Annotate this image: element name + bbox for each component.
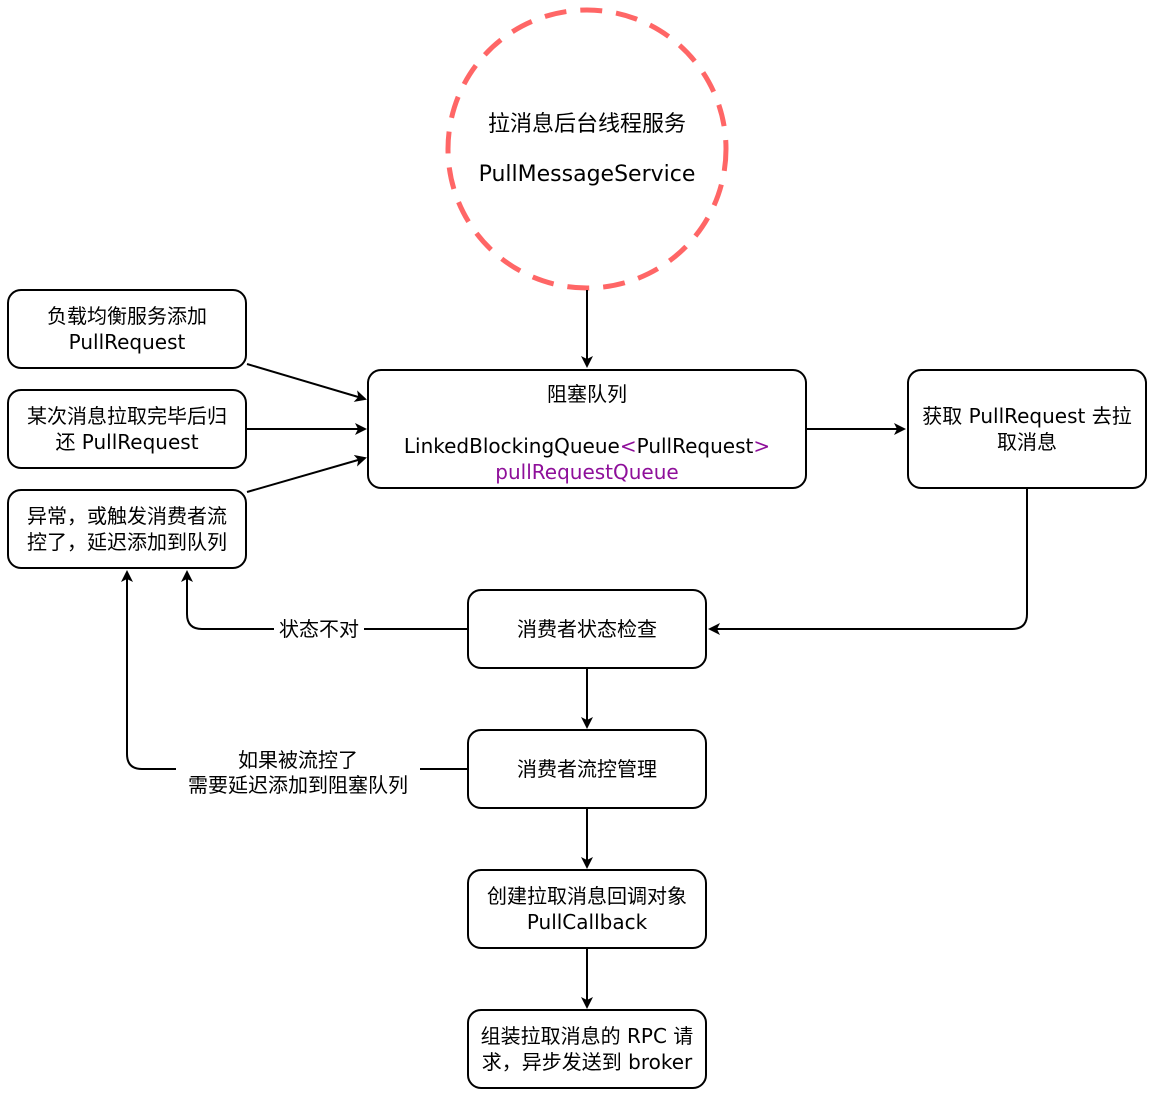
edge-source3-to-queue — [246, 455, 367, 493]
service-circle — [445, 7, 729, 291]
queue-node: 阻塞队列 LinkedBlockingQueue<PullRequest> pu… — [367, 369, 807, 489]
queue-type-close: > — [753, 434, 771, 458]
service-title-cn: 拉消息后台线程服务 — [487, 112, 686, 137]
state-check-node: 消费者状态检查 — [467, 589, 707, 669]
source-line1: 异常，或触发消费者流 — [27, 504, 227, 528]
source-return: 某次消息拉取完毕后归 还 PullRequest — [7, 389, 247, 469]
edge-label-flow-controlled: 如果被流控了 需要延迟添加到阻塞队列 — [176, 748, 420, 798]
flow-control-node: 消费者流控管理 — [467, 729, 707, 809]
step-line2: PullCallback — [526, 910, 648, 934]
queue-type-param: PullRequest — [636, 434, 754, 458]
edge-label-state-wrong: 状态不对 — [274, 617, 364, 642]
callback-node: 创建拉取消息回调对象 PullCallback — [467, 869, 707, 949]
step-line1: 消费者状态检查 — [517, 617, 657, 641]
step-line1: 创建拉取消息回调对象 — [487, 884, 687, 908]
source-load-balance: 负载均衡服务添加 PullRequest — [7, 289, 247, 369]
fetch-node: 获取 PullRequest 去拉 取消息 — [907, 369, 1147, 489]
fetch-line2: 取消息 — [997, 430, 1057, 454]
service-title-en: PullMessageService — [478, 162, 696, 187]
queue-type: LinkedBlockingQueue<PullRequest> — [404, 433, 770, 459]
source-delay: 异常，或触发消费者流 控了，延迟添加到队列 — [7, 489, 247, 569]
edge-source1-to-queue — [246, 363, 367, 402]
rpc-node: 组装拉取消息的 RPC 请 求，异步发送到 broker — [467, 1009, 707, 1089]
source-line1: 负载均衡服务添加 — [47, 304, 207, 328]
step-line2: 求，异步发送到 broker — [481, 1050, 693, 1074]
step-line1: 组装拉取消息的 RPC 请 — [480, 1024, 694, 1048]
edge-fetch-to-state-check — [708, 489, 1028, 635]
source-line2: 还 PullRequest — [55, 430, 199, 454]
edge-label-line1: 如果被流控了 — [238, 748, 358, 772]
queue-var-name: pullRequestQueue — [495, 460, 679, 484]
edge-state-wrong — [181, 570, 467, 630]
step-line1: 消费者流控管理 — [517, 757, 657, 781]
queue-title: 阻塞队列 — [547, 382, 627, 406]
queue-type-open: < — [619, 434, 637, 458]
edge-label-line2: 需要延迟添加到阻塞队列 — [188, 773, 408, 797]
source-line1: 某次消息拉取完毕后归 — [27, 404, 227, 428]
queue-type-prefix: LinkedBlockingQueue — [403, 434, 620, 458]
source-line2: 控了，延迟添加到队列 — [27, 530, 227, 554]
fetch-line1: 获取 PullRequest 去拉 — [922, 404, 1132, 428]
source-line2: PullRequest — [68, 330, 186, 354]
edge-flow-controlled — [121, 570, 467, 770]
